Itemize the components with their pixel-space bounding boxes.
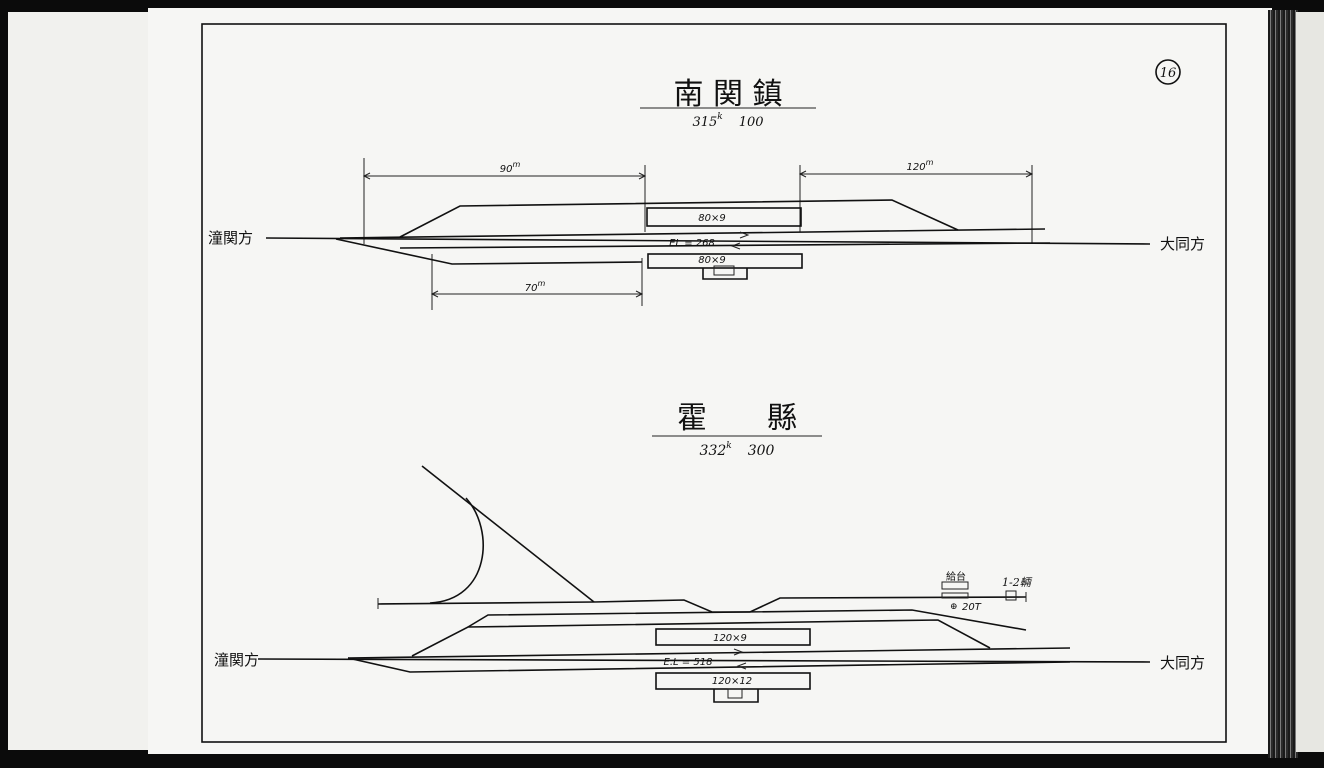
station-2-turntable-label: 給台 <box>946 570 966 583</box>
station-1-dim-arrows-lower <box>430 290 644 298</box>
station-1-lower-platform-label: 80×9 <box>698 255 725 266</box>
station-2-car-label: 1-2輛 <box>1002 576 1033 589</box>
station-1-lower-loop <box>399 242 1051 249</box>
station-2-upper-siding <box>467 609 1027 631</box>
station-1-arrow-right <box>739 231 750 239</box>
station-2-main-line <box>257 658 1151 663</box>
station-2-water-tank <box>941 581 969 590</box>
station-1-name: 南 関 鎮 <box>673 77 782 112</box>
station-2-name: 霍 縣 <box>677 401 797 436</box>
station-1-dim-70-value: 70 <box>525 283 538 294</box>
station-1-dim-70-unit: m <box>537 279 545 288</box>
station-1-dim-90-value: 90 <box>500 164 513 175</box>
station-1-building-box <box>713 265 735 276</box>
station-2-direction-left: 潼関方 <box>214 651 259 669</box>
station-2-station-building <box>713 689 759 703</box>
station-2-wye-diagonal <box>421 465 595 603</box>
left-page-edge <box>8 12 158 750</box>
right-page-edge <box>1296 12 1324 752</box>
book-binding <box>1268 10 1298 758</box>
station-1-dim-arrows-right <box>798 170 1034 178</box>
station-2-upper-platform-label: 120×9 <box>713 633 747 644</box>
station-1-upper-siding <box>399 199 959 238</box>
drawing-frame <box>201 23 1227 743</box>
station-2-upper-platform <box>655 628 811 646</box>
station-1-dim-120-value: 120 <box>907 162 926 173</box>
station-2-building-box <box>727 688 743 699</box>
station-2-crane-label: 20T <box>962 602 982 613</box>
station-2-direction-right: 大同方 <box>1160 654 1205 672</box>
station-1-dim-90-unit: m <box>512 160 520 169</box>
station-1-station-building <box>702 268 748 280</box>
station-2-wye-curve <box>429 497 484 604</box>
station-1-lower-siding <box>335 238 643 265</box>
station-2-coaling-stage <box>941 592 969 599</box>
station-2-stub-track <box>377 601 595 605</box>
station-2-lower-loop <box>347 657 1071 673</box>
station-2-km-unit: k <box>726 441 731 451</box>
station-1-direction-left: 潼関方 <box>208 229 253 247</box>
station-1-km-value: 315 <box>692 115 717 130</box>
page-number: 16 <box>1160 66 1177 81</box>
station-1-km-unit: k <box>717 112 722 122</box>
station-1-upper-platform-label: 80×9 <box>698 213 725 224</box>
station-2-km-value: 332 <box>700 443 727 459</box>
station-1-dim-90: 90m <box>500 160 521 175</box>
station-2-car-stop <box>1005 590 1017 601</box>
station-2-crane-symbol: ⊕ <box>950 602 958 612</box>
station-1-km: 315k 100 <box>692 112 763 130</box>
page-number-circle <box>1155 59 1181 85</box>
station-1-upper-platform <box>646 207 802 227</box>
station-1-arrow-left <box>730 242 741 250</box>
station-1-lower-platform <box>647 253 803 269</box>
station-2-km-metres: 300 <box>748 443 775 459</box>
station-1-dim-120: 120m <box>907 158 934 173</box>
station-2-lower-platform-label: 120×12 <box>712 676 752 687</box>
station-2-elevation: E.L = 518 <box>664 657 713 668</box>
station-2-arrow-right <box>733 648 744 656</box>
station-1-direction-right: 大同方 <box>1160 235 1205 253</box>
station-1-km-metres: 100 <box>739 115 764 130</box>
station-2-upper-main <box>347 647 1071 659</box>
station-1-dim-arrows-left <box>362 172 647 180</box>
station-1-dim-70: 70m <box>525 279 546 294</box>
station-1-elevation: EL = 268 <box>669 238 715 249</box>
station-2-upper-loop <box>411 619 991 657</box>
station-2-arrow-left <box>736 662 747 670</box>
station-2-km: 332k 300 <box>700 441 775 459</box>
station-1-dim-120-unit: m <box>926 158 934 167</box>
station-2-diagram: 霍 縣 332k 300 給台 ⊕ 20T 1-2輛 120×9 <box>214 401 1205 703</box>
station-1-upper-loop <box>339 228 1046 239</box>
